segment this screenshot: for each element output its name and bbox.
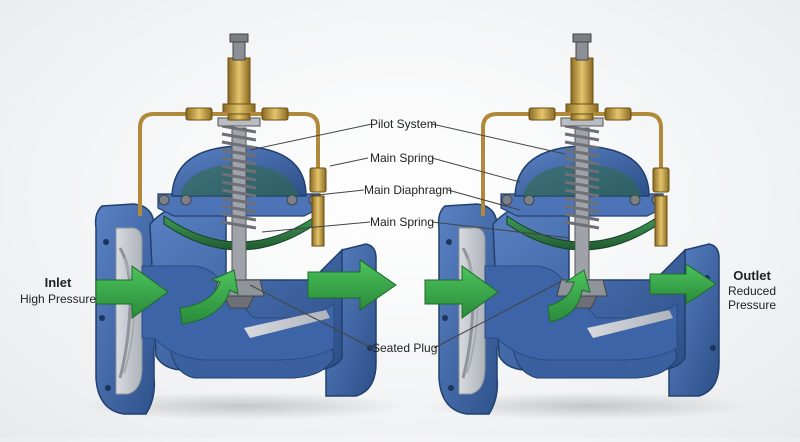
flow-arrow-inlet — [95, 265, 169, 319]
leader-pilot-left — [249, 123, 373, 151]
flow-arrow-outlet — [649, 263, 717, 305]
flow-arrow-internal-right — [547, 269, 591, 323]
label-main-spring-upper: Main Spring — [370, 151, 435, 165]
leader-main-spring-1-right — [431, 157, 521, 183]
valve-left — [77, 32, 411, 422]
leader-pilot-right — [431, 123, 566, 155]
leader-lines — [249, 123, 571, 349]
label-outlet-subtitle-1: Reduced — [727, 284, 777, 298]
label-inlet-subtitle: High Pressure — [19, 292, 97, 306]
leader-plug-right — [433, 281, 561, 349]
leader-diaphragm-left — [317, 189, 365, 196]
label-main-diaphragm: Main Diaphragm — [364, 183, 453, 197]
label-seated-plug: Seated Plug — [372, 341, 438, 355]
flow-arrow-internal-left — [179, 269, 239, 325]
flow-arrow-between — [307, 259, 397, 311]
leader-plug-left — [249, 284, 373, 349]
leader-main-spring-1-left — [329, 157, 369, 167]
label-main-spring-lower: Main Spring — [370, 215, 435, 229]
flow-arrow-inlet-right — [424, 265, 499, 319]
leader-diaphragm-right — [447, 189, 521, 211]
label-outlet-title: Outlet — [733, 268, 771, 283]
leader-main-spring-2-left — [261, 221, 371, 233]
label-pilot-system: Pilot System — [370, 117, 437, 131]
label-outlet-subtitle-2: Pressure — [727, 298, 777, 312]
label-inlet-title: Inlet — [44, 275, 72, 290]
leader-main-spring-2-right — [431, 221, 571, 239]
